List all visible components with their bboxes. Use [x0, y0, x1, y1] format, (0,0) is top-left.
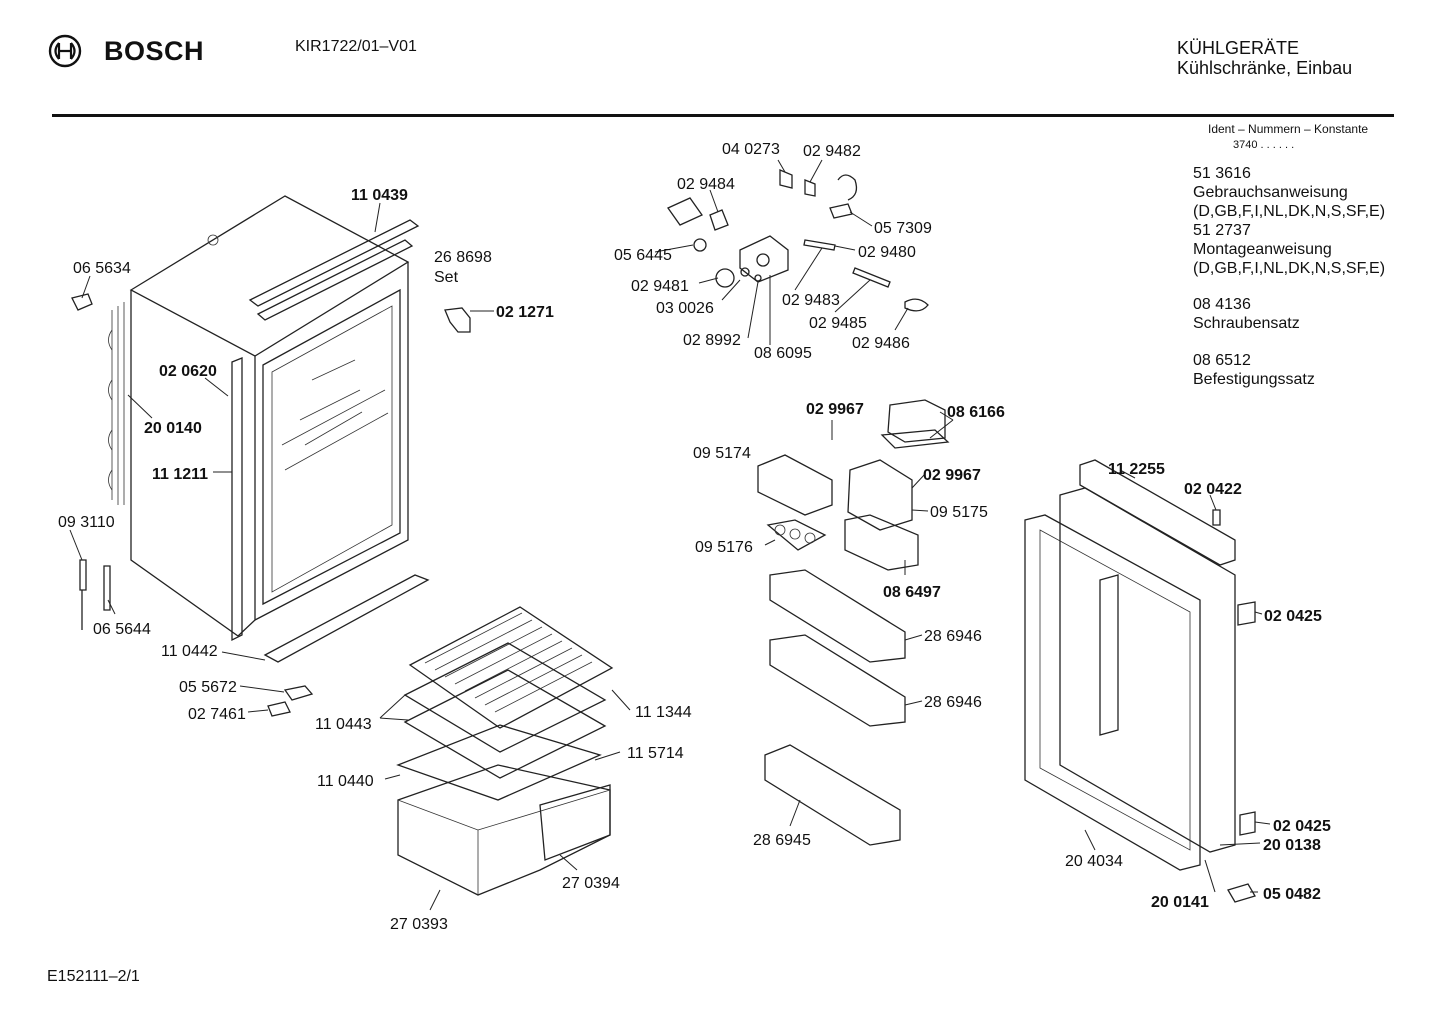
- part-label: 20 0140: [144, 420, 202, 437]
- part-label: 08 6095: [754, 345, 812, 362]
- part-label: 02 9484: [677, 176, 735, 193]
- part-label: 09 5175: [930, 504, 988, 521]
- part-label: 02 0422: [1184, 481, 1242, 498]
- accessory-number: 08 4136: [1193, 296, 1251, 313]
- accessory-name: Montageanweisung: [1193, 241, 1332, 258]
- part-label: Set: [434, 269, 459, 286]
- accessory-name: Gebrauchsanweisung: [1193, 184, 1348, 201]
- category-title: KÜHLGERÄTE: [1177, 38, 1300, 58]
- part-label: 26 8698: [434, 249, 492, 266]
- part-label: 05 6445: [614, 247, 672, 264]
- part-label: 02 9485: [809, 315, 867, 332]
- part-label: 09 3110: [58, 514, 115, 531]
- part-label: 11 2255: [1108, 461, 1165, 478]
- part-label: 28 6946: [924, 694, 982, 711]
- part-label: 28 6945: [753, 832, 811, 849]
- part-label: 11 0439: [351, 187, 408, 204]
- part-label: 11 0443: [315, 716, 372, 733]
- thermostat-drawing: [667, 169, 929, 312]
- part-label: 11 1211: [152, 466, 208, 483]
- part-label: 27 0393: [390, 916, 448, 933]
- part-label: 11 1344: [635, 704, 692, 721]
- door-drawing: [1024, 459, 1256, 903]
- ident-value: 3740 . . . . . .: [1233, 139, 1295, 151]
- cabinet-body-drawing: [71, 195, 471, 717]
- part-label: 11 0440: [317, 773, 374, 790]
- part-label: 05 5672: [179, 679, 237, 696]
- part-label: 02 0425: [1264, 608, 1322, 625]
- part-label: 06 5634: [73, 260, 131, 277]
- part-label: 02 9480: [858, 244, 916, 261]
- part-label: 06 5644: [93, 621, 151, 638]
- door-compartments-drawing: [757, 399, 950, 846]
- accessory-languages: (D,GB,F,I,NL,DK,N,S,SF,E): [1193, 203, 1386, 220]
- part-label: 02 0425: [1273, 818, 1331, 835]
- part-label: 08 6497: [883, 584, 941, 601]
- bosch-logo-icon: [48, 34, 82, 68]
- accessory-number: 51 3616: [1193, 165, 1251, 182]
- part-label: 02 9483: [782, 292, 840, 309]
- part-label: 04 0273: [722, 141, 780, 158]
- part-label: 27 0394: [562, 875, 620, 892]
- shelves-drawing: [396, 606, 614, 896]
- brand-name: BOSCH: [104, 36, 205, 66]
- part-label: 28 6946: [924, 628, 982, 645]
- part-label: 02 8992: [683, 332, 741, 349]
- part-label: 02 0620: [159, 363, 217, 380]
- part-label: 02 9482: [803, 143, 861, 160]
- part-label: 20 4034: [1065, 853, 1123, 870]
- part-label: 20 0141: [1151, 894, 1209, 911]
- part-label: 11 0442: [161, 643, 218, 660]
- header-divider: [52, 114, 1394, 117]
- part-label: 20 0138: [1263, 837, 1321, 854]
- drawing-code: E152111–2/1: [47, 968, 140, 985]
- part-label: 02 9481: [631, 278, 689, 295]
- accessory-number: 08 6512: [1193, 352, 1251, 369]
- accessory-languages: (D,GB,F,I,NL,DK,N,S,SF,E): [1193, 260, 1386, 277]
- part-label: 02 1271: [496, 304, 554, 321]
- accessory-number: 51 2737: [1193, 222, 1251, 239]
- part-label: 09 5176: [695, 539, 753, 556]
- leader-lines: [69, 159, 1271, 911]
- part-label: 02 9967: [923, 467, 981, 484]
- part-label: 03 0026: [656, 300, 714, 317]
- part-label: 09 5174: [693, 445, 751, 462]
- accessory-name: Befestigungssatz: [1193, 371, 1315, 388]
- accessory-name: Schraubensatz: [1193, 315, 1300, 332]
- part-label: 05 0482: [1263, 886, 1321, 903]
- model-number: KIR1722/01–V01: [295, 38, 417, 55]
- part-label: 02 9486: [852, 335, 910, 352]
- part-label: 02 9967: [806, 401, 864, 418]
- subcategory-title: Kühlschränke, Einbau: [1177, 58, 1353, 78]
- part-label: 02 7461: [188, 706, 246, 723]
- part-label: 05 7309: [874, 220, 932, 237]
- part-label: 08 6166: [947, 404, 1005, 421]
- ident-label: Ident – Nummern – Konstante: [1208, 122, 1369, 136]
- part-label: 11 5714: [627, 745, 684, 762]
